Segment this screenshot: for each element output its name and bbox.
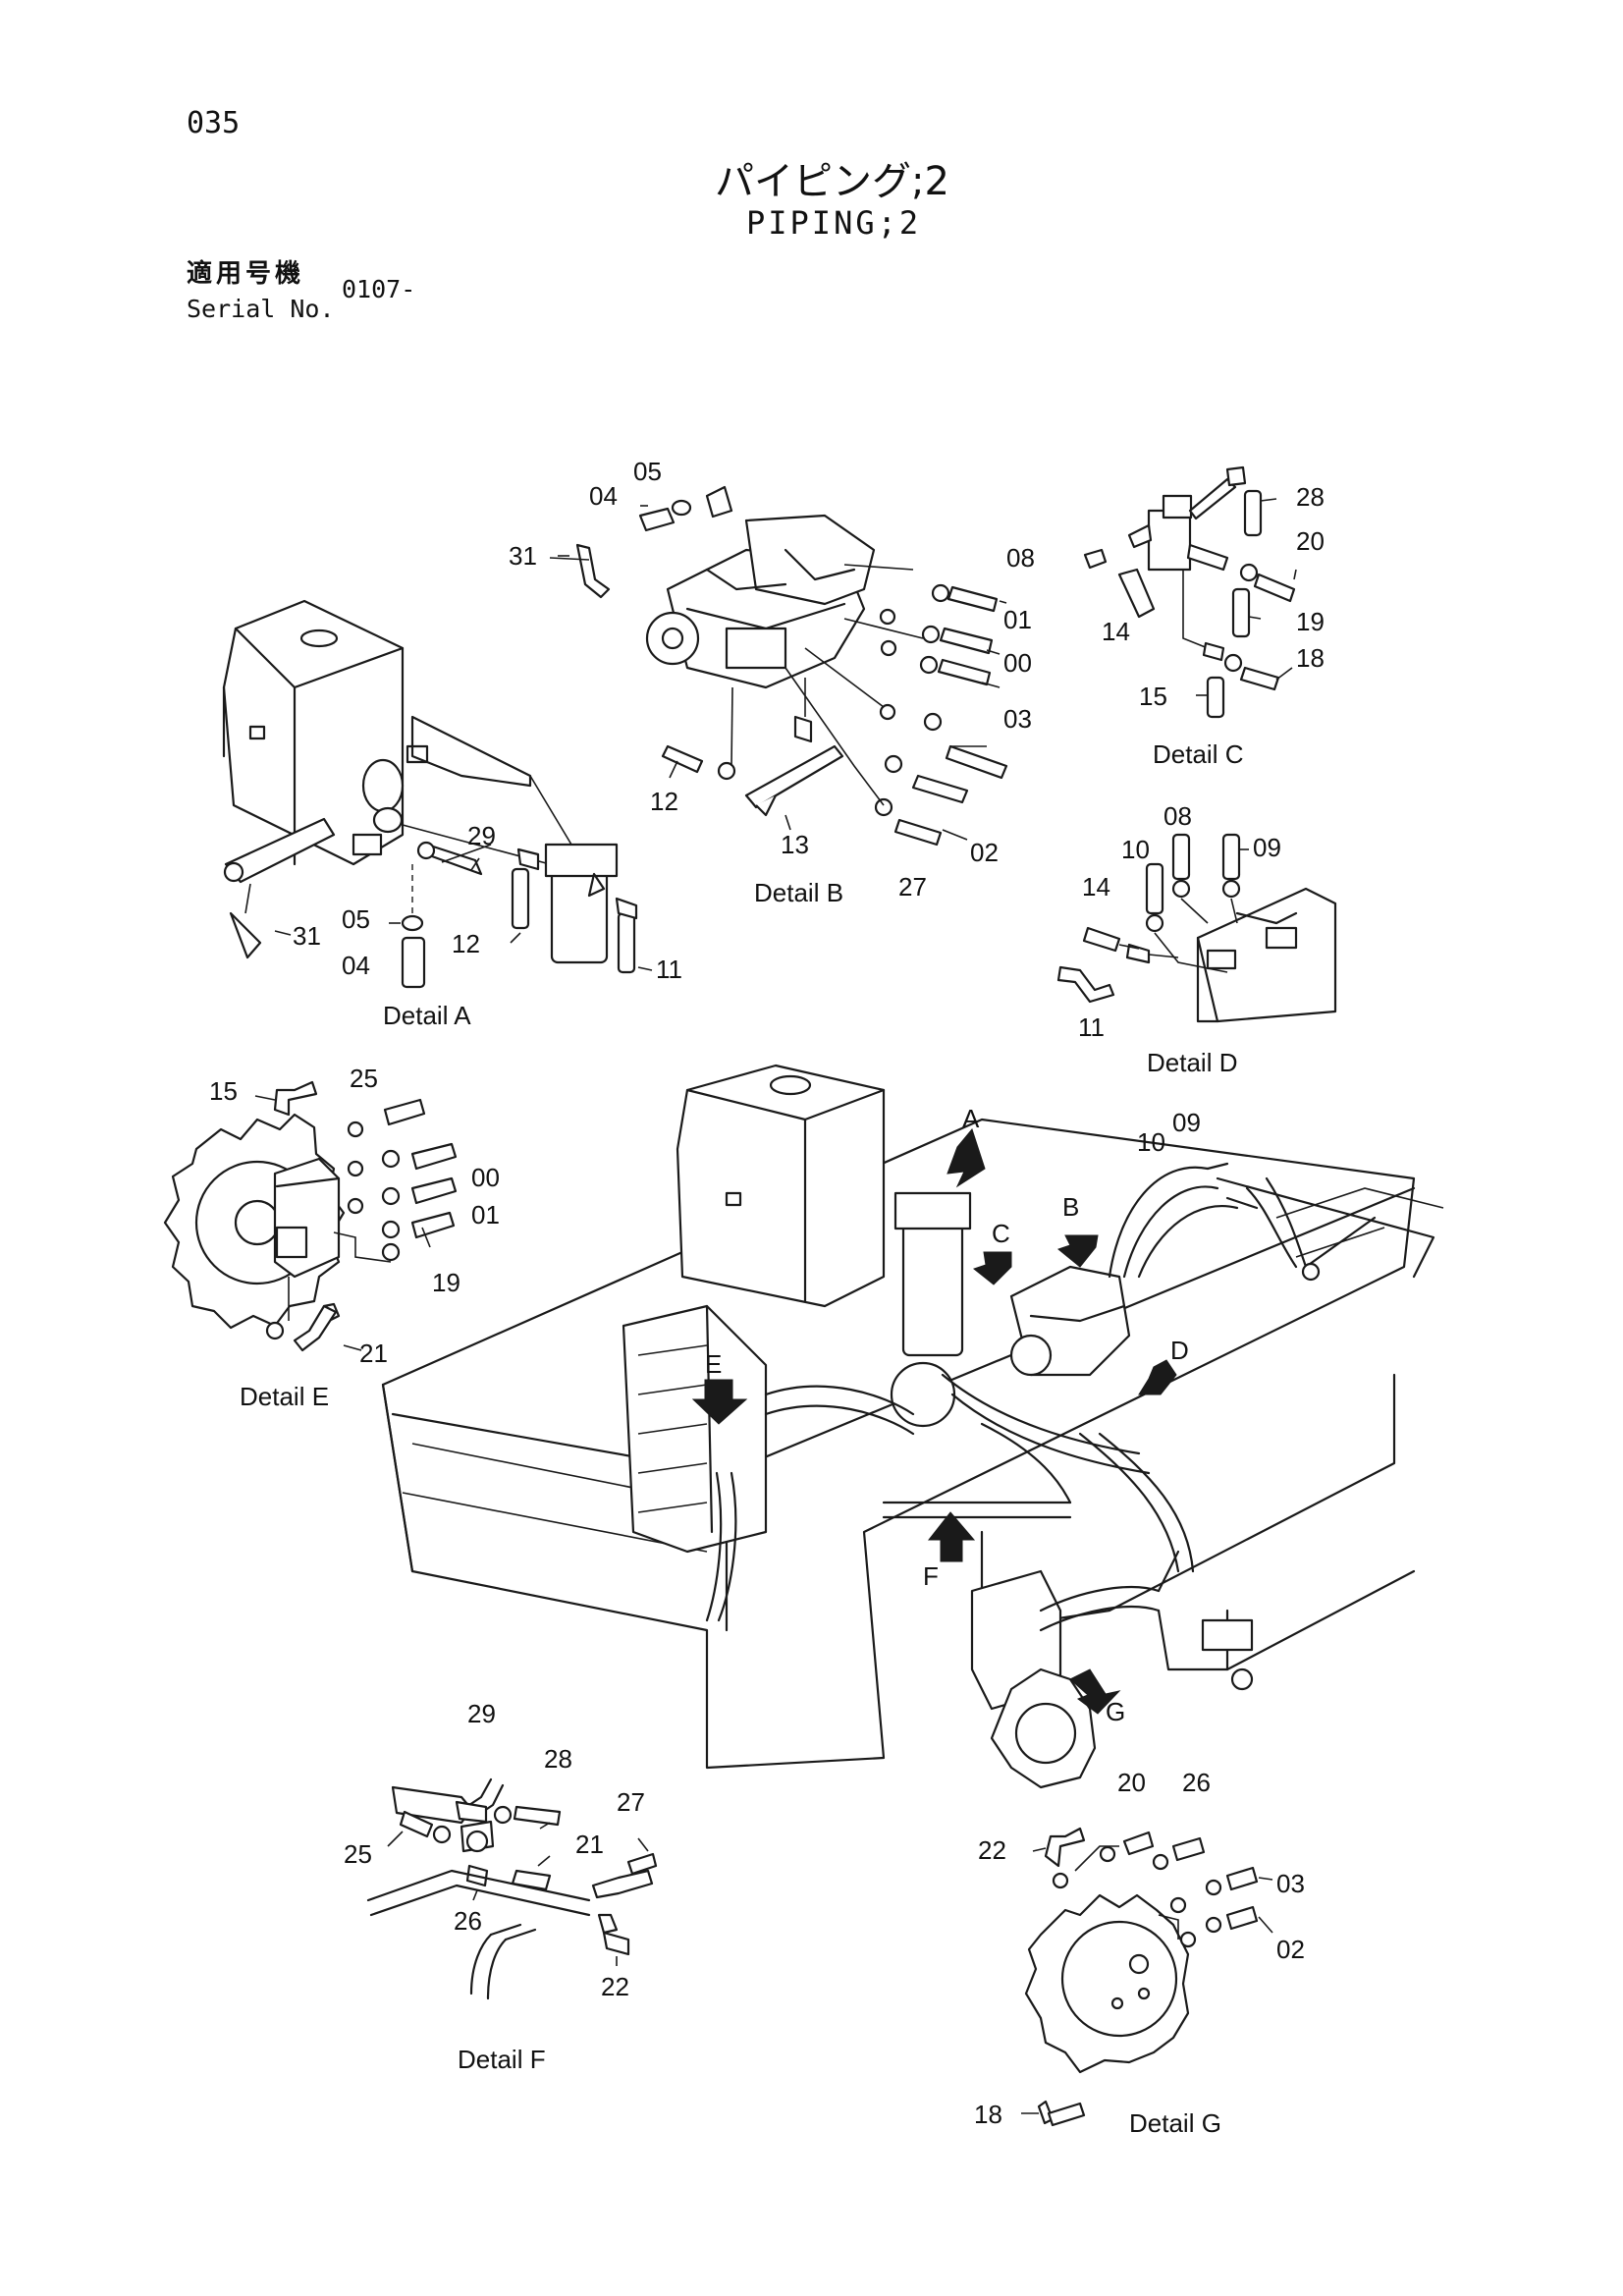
detail-b-caption: Detail B [754, 878, 843, 907]
arrow-f [927, 1511, 976, 1562]
detail-d [1056, 833, 1337, 1023]
callout-e-25: 25 [350, 1064, 378, 1093]
callout-f-25: 25 [344, 1839, 372, 1869]
callout-e-00: 00 [471, 1163, 500, 1192]
serial-label-japanese: 適用号機 [187, 259, 305, 289]
callout-a-05: 05 [342, 904, 370, 934]
callout-c-15: 15 [1139, 682, 1167, 711]
callout-f-29: 29 [467, 1699, 496, 1728]
callout-a-12: 12 [452, 929, 480, 958]
arrow-label-e: E [705, 1349, 722, 1379]
detail-c-caption: Detail C [1153, 739, 1243, 769]
serial-label: Serial No. [187, 295, 335, 323]
callout-b-08: 08 [1006, 543, 1035, 573]
page-title: PIPING;2 [746, 204, 922, 242]
arrow-g [1069, 1668, 1121, 1715]
arrow-c [972, 1251, 1012, 1285]
callout-d-09: 09 [1253, 833, 1281, 862]
arrow-e [691, 1379, 748, 1425]
detail-f-caption: Detail F [458, 2045, 546, 2074]
callout-d-14: 14 [1082, 872, 1110, 902]
callout-c-18: 18 [1296, 643, 1325, 673]
detail-f [366, 1777, 658, 2000]
detail-c [1083, 465, 1297, 719]
main-view [381, 1064, 1444, 1789]
callout-f-26: 26 [454, 1906, 482, 1936]
callout-e-21: 21 [359, 1339, 388, 1368]
callout-g-18: 18 [974, 2100, 1002, 2129]
callout-a-11: 11 [656, 955, 682, 984]
callout-g-03: 03 [1276, 1869, 1305, 1898]
arrow-b [1056, 1234, 1099, 1268]
callout-e-15: 15 [209, 1076, 238, 1106]
callout-d-08: 08 [1163, 801, 1192, 831]
callout-b-05: 05 [633, 457, 662, 486]
callout-g-26: 26 [1182, 1768, 1211, 1797]
callout-c-20: 20 [1296, 526, 1325, 556]
detail-g [1021, 1827, 1273, 2127]
callout-c-14: 14 [1102, 617, 1130, 646]
callout-b-31: 31 [509, 541, 537, 571]
hose-label-10: 10 [1137, 1127, 1165, 1157]
callout-d-10: 10 [1121, 835, 1150, 864]
callout-g-22: 22 [978, 1835, 1006, 1865]
page-number: 035 [187, 106, 241, 140]
detail-d-caption: Detail D [1147, 1048, 1237, 1077]
arrow-label-c: C [992, 1219, 1010, 1248]
callout-c-19: 19 [1296, 607, 1325, 636]
callout-f-22: 22 [601, 1972, 629, 2001]
callout-b-04: 04 [589, 481, 618, 511]
callout-b-27: 27 [898, 872, 927, 902]
detail-e [163, 1080, 458, 1352]
callout-g-02: 02 [1276, 1935, 1305, 1964]
callout-b-02: 02 [970, 838, 999, 867]
callout-b-03: 03 [1003, 704, 1032, 734]
callout-g-20: 20 [1117, 1768, 1146, 1797]
detail-b [549, 485, 1008, 847]
arrow-label-b: B [1062, 1192, 1079, 1222]
arrow-label-d: D [1170, 1336, 1189, 1365]
arrow-label-f: F [923, 1561, 939, 1591]
callout-a-29: 29 [467, 821, 496, 850]
callout-e-01: 01 [471, 1200, 500, 1230]
callout-a-04: 04 [342, 951, 370, 980]
callout-f-27: 27 [617, 1787, 645, 1817]
callout-b-13: 13 [781, 830, 809, 859]
callout-e-19: 19 [432, 1268, 460, 1297]
hose-label-09: 09 [1172, 1108, 1201, 1137]
arrow-d [1138, 1359, 1177, 1395]
callout-b-00: 00 [1003, 648, 1032, 678]
callout-c-28: 28 [1296, 482, 1325, 512]
callout-d-11: 11 [1078, 1012, 1105, 1042]
serial-value: 0107- [342, 275, 416, 303]
callout-a-31: 31 [293, 921, 321, 951]
detail-e-caption: Detail E [240, 1382, 329, 1411]
page-title-japanese: パイピング;2 [715, 159, 949, 204]
arrow-a [947, 1127, 986, 1188]
arrow-label-a: A [962, 1104, 980, 1133]
detail-a [222, 599, 653, 989]
callout-f-28: 28 [544, 1744, 572, 1774]
detail-g-caption: Detail G [1129, 2108, 1221, 2138]
callout-f-21: 21 [575, 1830, 604, 1859]
detail-a-caption: Detail A [383, 1001, 471, 1030]
callout-b-12: 12 [650, 787, 678, 816]
callout-b-01: 01 [1003, 605, 1032, 634]
arrow-label-g: G [1106, 1697, 1125, 1726]
